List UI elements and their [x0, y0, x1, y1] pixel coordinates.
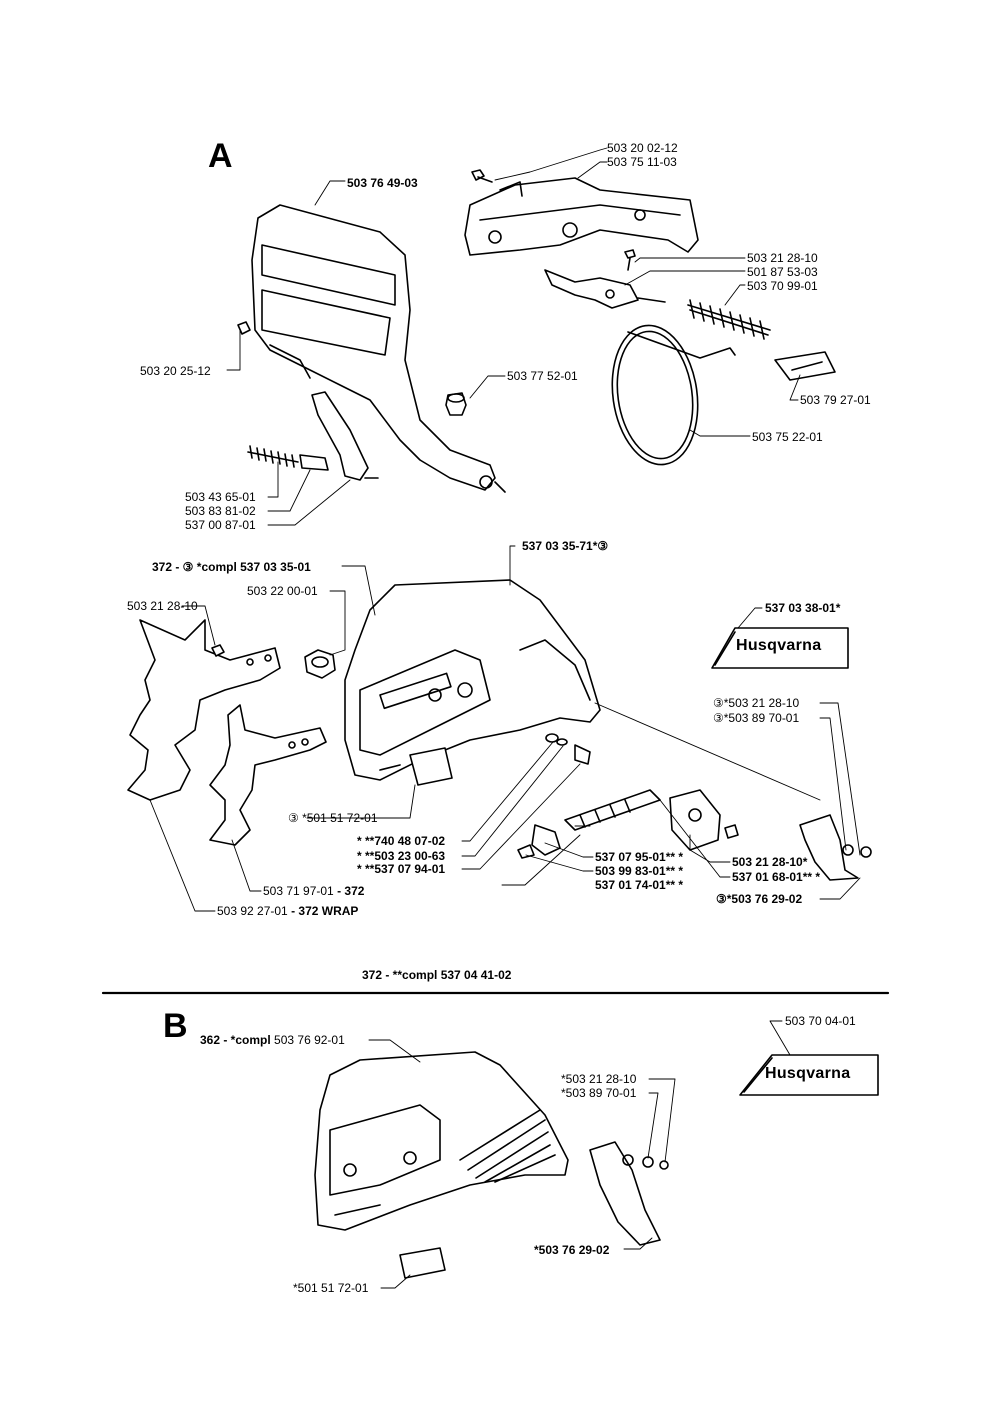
section-a-title: A: [208, 137, 233, 175]
small-screw-top-part: [624, 249, 636, 271]
part-label: 503 99 83-01** *: [595, 864, 684, 878]
bracket-screw-part: [724, 824, 739, 839]
part-label: 503 77 52-01: [507, 369, 578, 383]
small-spring-part: [247, 445, 299, 468]
part-label: 537 01 68-01** *: [732, 870, 821, 884]
spring-part: [687, 299, 771, 340]
brake-band-part: [611, 324, 736, 466]
part-label: 503 71 97-01 - 372: [263, 884, 365, 898]
tension-nut-part: [517, 824, 561, 859]
washer-small-part: [545, 733, 568, 746]
part-label: *503 89 70-01: [561, 1086, 637, 1100]
bracket-part: [669, 789, 721, 851]
part-label: 537 03 35-71*③: [522, 539, 609, 553]
husqvarna-logo-b: [739, 1054, 879, 1096]
part-label: 503 22 00-01: [247, 584, 318, 598]
brake-spring-cover-part: [774, 351, 836, 381]
part-label: 537 03 38-01*: [765, 601, 841, 615]
part-label: * **537 07 94-01: [357, 862, 446, 876]
part-label: ③*503 21 28-10: [713, 696, 800, 710]
part-label: ③*503 89 70-01: [713, 711, 800, 725]
part-label: 503 79 27-01: [800, 393, 871, 407]
cover-plate-b-part: [399, 1247, 446, 1279]
brake-lever-part: [544, 269, 666, 309]
logo-text-a: Husqvarna: [736, 637, 822, 654]
part-label: 503 43 65-01: [185, 490, 256, 504]
part-label: 503 75 11-03: [607, 155, 677, 169]
small-block-part: [299, 454, 329, 471]
adjust-bolt-part: [564, 789, 661, 831]
part-label: 503 92 27-01 - 372 WRAP: [217, 904, 359, 918]
part-label: ③ *501 51 72-01: [288, 811, 378, 825]
part-label: *501 51 72-01: [293, 1281, 369, 1295]
guide-plate-part: [464, 177, 699, 256]
part-label: ③*503 76 29-02: [716, 892, 803, 906]
hand-guard-part: [251, 204, 506, 493]
chain-catcher-b-part: [589, 1141, 669, 1246]
part-label: 503 20 02-12: [607, 141, 678, 155]
compl-label-372: 372 - **compl 537 04 41-02: [362, 968, 512, 982]
part-label: 362 - *compl 503 76 92-01: [200, 1033, 345, 1047]
hand-guard-lever-part: [311, 391, 379, 481]
bumper-spike-small-part: [209, 704, 327, 846]
husqvarna-logo-a: [711, 627, 849, 669]
screw-bumper-part: [211, 644, 225, 657]
part-label: * **503 23 00-63: [357, 849, 446, 863]
part-label: 503 70 04-01: [785, 1014, 856, 1028]
bumper-spike-large-part: [127, 619, 281, 801]
section-b-title: B: [163, 1007, 188, 1045]
part-label: 503 21 28-10: [127, 599, 198, 613]
part-label: 503 20 25-12: [140, 364, 211, 378]
part-label: 503 70 99-01: [747, 279, 818, 293]
chain-catcher-part: [799, 814, 872, 881]
part-label: 537 07 95-01** *: [595, 850, 684, 864]
part-label: 503 76 49-03: [347, 176, 418, 190]
tension-screw-part: [574, 744, 591, 765]
part-label: * **740 48 07-02: [357, 834, 446, 848]
part-label: 503 83 81-02: [185, 504, 256, 518]
part-label: 537 01 74-01** *: [595, 878, 684, 892]
logo-text-b: Husqvarna: [765, 1065, 851, 1082]
bushing-part: [445, 392, 467, 416]
part-label: *503 21 28-10: [561, 1072, 637, 1086]
screw-left-part: [237, 321, 251, 335]
clutch-cover-part: [344, 579, 601, 781]
part-label: 503 21 28-10: [747, 251, 818, 265]
part-label: 372 - ③ *compl 537 03 35-01: [152, 560, 311, 574]
part-label: *503 76 29-02: [534, 1243, 610, 1257]
cover-plate-part: [409, 747, 453, 786]
nut-part: [304, 649, 336, 679]
part-label: 503 75 22-01: [752, 430, 823, 444]
part-label: 501 87 53-03: [747, 265, 818, 279]
top-screw-part: [471, 169, 493, 183]
part-label: 537 00 87-01: [185, 518, 256, 532]
cover-b-part: [314, 1051, 569, 1231]
part-label: 503 21 28-10*: [732, 855, 808, 869]
